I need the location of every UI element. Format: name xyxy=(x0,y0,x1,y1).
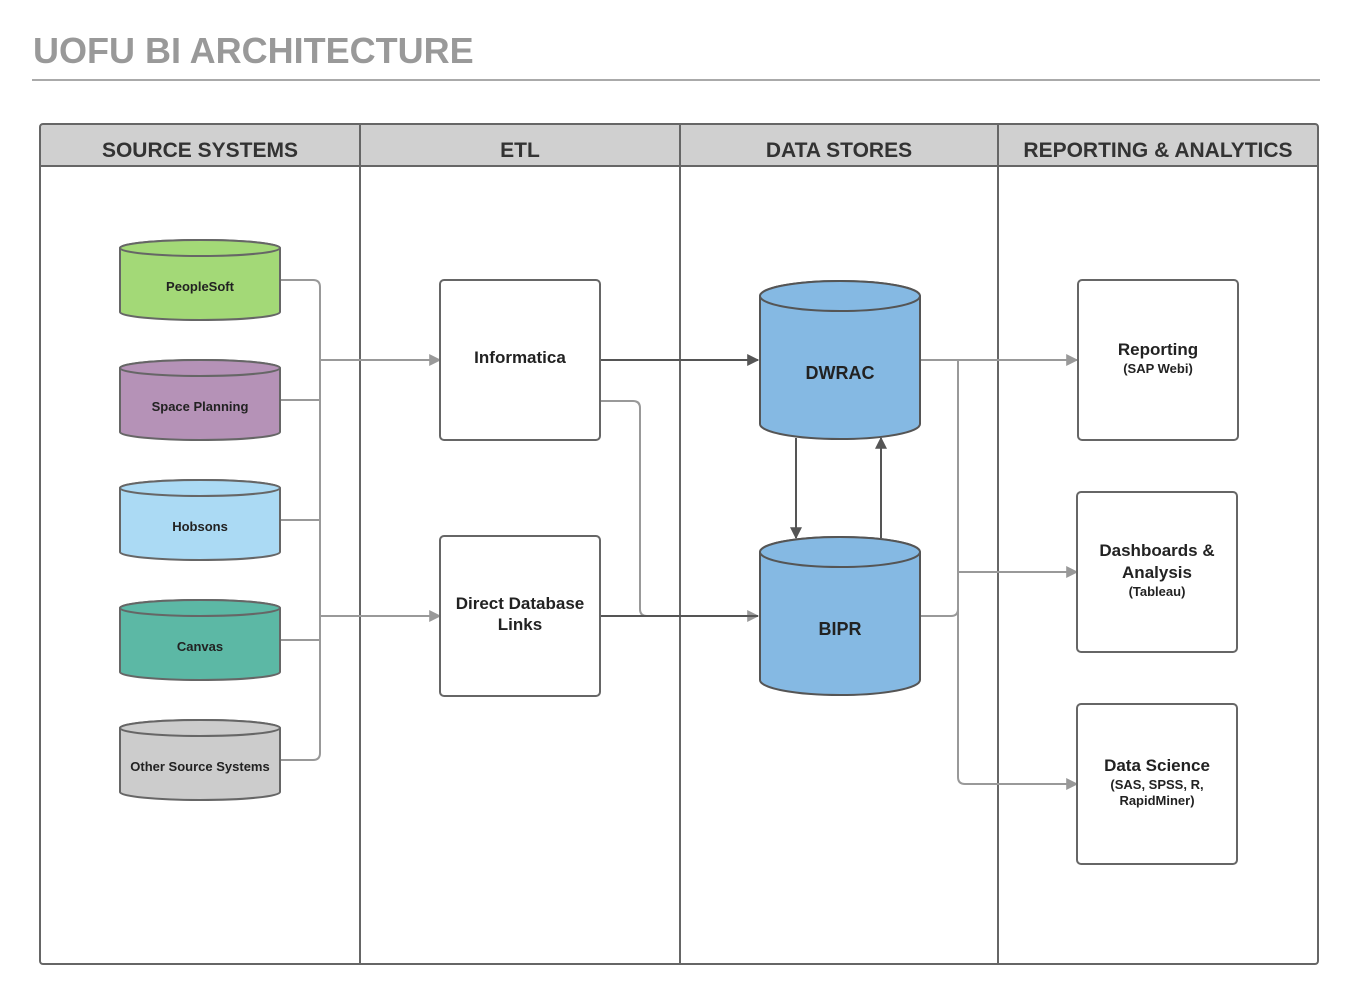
connector-output-bus xyxy=(957,360,966,785)
output-subtitle: (SAS, SPSS, R, xyxy=(1110,777,1203,792)
lane-header-etl: ETL xyxy=(500,139,540,162)
etl-informatica: Informatica xyxy=(439,279,601,441)
source-label: Space Planning xyxy=(152,399,249,414)
swimlane-frame: SOURCE SYSTEMS ETL DATA STORES REPORTING… xyxy=(39,123,1319,965)
cylinder-top xyxy=(759,536,921,568)
cylinder-top xyxy=(119,239,281,257)
lane-header-data-stores: DATA STORES xyxy=(766,139,912,162)
output-box xyxy=(1077,279,1239,441)
source-canvas: Canvas xyxy=(119,599,281,681)
output-subtitle: (Tableau) xyxy=(1129,584,1186,599)
source-systems: PeopleSoft Space Planning Hobsons Canvas… xyxy=(119,239,281,801)
lane-header-source-systems: SOURCE SYSTEMS xyxy=(102,139,298,162)
source-hobsons: Hobsons xyxy=(119,479,281,561)
etl-box xyxy=(439,279,601,441)
connectors xyxy=(280,279,1079,790)
connector-bipr-out xyxy=(920,608,959,617)
cylinder-top xyxy=(119,719,281,737)
output-box xyxy=(1076,491,1238,653)
output-subtitle: (SAP Webi) xyxy=(1123,361,1193,376)
source-peoplesoft: PeopleSoft xyxy=(119,239,281,321)
output-title: Analysis xyxy=(1122,563,1192,582)
output-subtitle: RapidMiner) xyxy=(1119,793,1194,808)
title-divider xyxy=(32,79,1320,81)
source-space-planning: Space Planning xyxy=(119,359,281,441)
output-box xyxy=(1076,703,1238,865)
source-label: Hobsons xyxy=(172,519,228,534)
source-other-source-systems: Other Source Systems xyxy=(119,719,281,801)
store-label: BIPR xyxy=(818,619,861,639)
store-dwrac: DWRAC xyxy=(759,280,921,440)
output-title: Dashboards & xyxy=(1099,541,1214,560)
cylinder-top xyxy=(119,359,281,377)
store-bipr: BIPR xyxy=(759,536,921,696)
etl-box xyxy=(439,535,601,697)
etl-label: Direct Database xyxy=(456,594,585,613)
etl-label: Links xyxy=(498,615,542,634)
etl-tools: Informatica Direct Database Links xyxy=(439,279,601,697)
store-label: DWRAC xyxy=(806,363,875,383)
cylinder-top xyxy=(119,479,281,497)
source-label: Other Source Systems xyxy=(130,759,269,774)
output-dashboards-analysis: Dashboards & Analysis (Tableau) xyxy=(1076,491,1238,653)
etl-direct-database-links: Direct Database Links xyxy=(439,535,601,697)
reporting-analytics-outputs: Reporting (SAP Webi) Dashboards & Analys… xyxy=(1076,279,1239,865)
cylinder-top xyxy=(759,280,921,312)
output-reporting: Reporting (SAP Webi) xyxy=(1077,279,1239,441)
output-title: Reporting xyxy=(1118,340,1198,359)
lane-header-reporting-analytics: REPORTING & ANALYTICS xyxy=(1023,139,1292,162)
data-stores: DWRAC BIPR xyxy=(759,280,921,696)
source-label: PeopleSoft xyxy=(166,279,235,294)
page-title: UOFU BI ARCHITECTURE xyxy=(33,30,474,71)
etl-label: Informatica xyxy=(474,348,566,367)
source-label: Canvas xyxy=(177,639,223,654)
output-data-science: Data Science (SAS, SPSS, R, RapidMiner) xyxy=(1076,703,1238,865)
cylinder-top xyxy=(119,599,281,617)
output-title: Data Science xyxy=(1104,756,1210,775)
